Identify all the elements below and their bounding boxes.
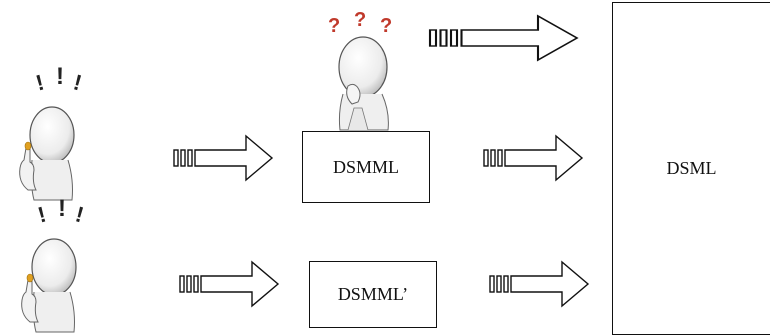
idea-figure-icon: ! ! ! bbox=[21, 195, 87, 333]
dsmml-box: DSMML bbox=[302, 131, 430, 203]
svg-text:!: ! bbox=[58, 195, 66, 222]
dsmml-label: DSMML bbox=[332, 156, 399, 177]
svg-text:!: ! bbox=[33, 70, 47, 96]
idea-figure-icon: ! ! ! bbox=[19, 63, 85, 201]
arrow-right-icon bbox=[428, 14, 579, 62]
arrow-right-icon bbox=[179, 261, 279, 307]
svg-text:!: ! bbox=[35, 202, 49, 228]
arrow-right-icon bbox=[173, 135, 273, 181]
svg-text:!: ! bbox=[73, 201, 87, 227]
dsmml-prime-box: DSMML’ bbox=[309, 261, 437, 328]
svg-text:?: ? bbox=[354, 9, 366, 31]
svg-text:!: ! bbox=[71, 69, 85, 95]
arrow-right-icon bbox=[483, 135, 583, 181]
svg-text:?: ? bbox=[328, 15, 340, 37]
dsmml-prime-label: DSMML’ bbox=[337, 284, 409, 304]
dsml-box: DSML bbox=[612, 2, 770, 335]
dsml-label: DSML bbox=[666, 158, 717, 178]
svg-text:!: ! bbox=[56, 63, 64, 90]
arrow-right-icon bbox=[489, 261, 589, 307]
thinking-figure-icon: ? ? ? bbox=[328, 9, 392, 131]
svg-text:?: ? bbox=[380, 15, 392, 37]
